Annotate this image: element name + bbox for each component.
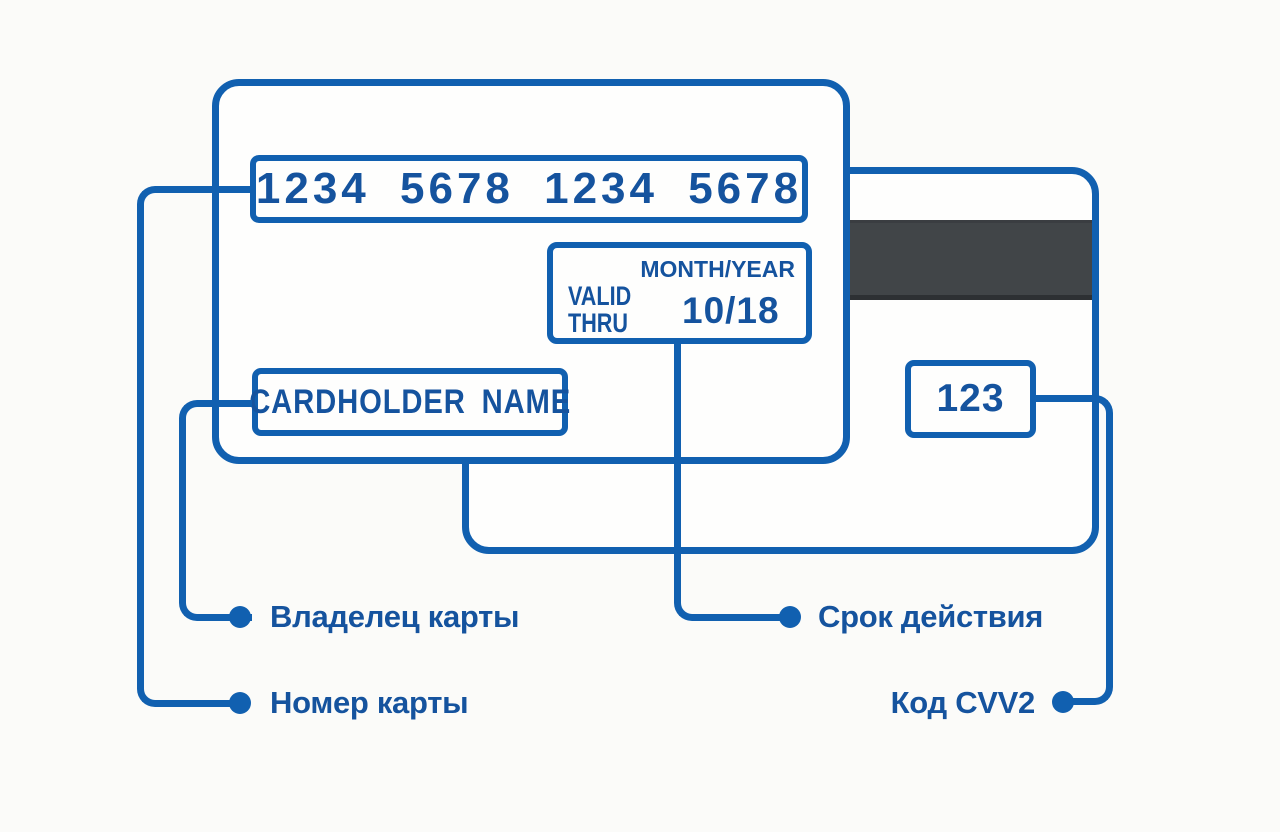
callout-card-number: Номер карты: [270, 685, 469, 720]
connector-dot-card-number: [229, 692, 251, 714]
callout-cardholder: Владелец карты: [270, 599, 520, 634]
cardholder-name-box: CARDHOLDER NAME: [249, 368, 571, 436]
card-number-value: 1234 5678 1234 5678: [255, 164, 803, 213]
connector-dot-cardholder: [229, 606, 251, 628]
month-year-label: MONTH/YEAR: [640, 256, 795, 282]
valid-thru-label: VALID THRU: [568, 283, 631, 337]
connector-dot-cvv: [1052, 691, 1074, 713]
valid-thru-value: 10/18: [682, 290, 780, 331]
connector-cvv-upper: [1036, 395, 1113, 555]
connector-cardholder: [179, 400, 252, 621]
card-front: [212, 79, 850, 464]
connector-card-number: [137, 186, 250, 707]
cvv-value: 123: [936, 377, 1005, 420]
connector-cvv-lower: [1058, 548, 1113, 705]
valid-thru-line1: VALID: [568, 281, 632, 311]
connector-validity: [674, 343, 790, 621]
callout-validity: Срок действия: [818, 599, 1044, 634]
card-number-box: 1234 5678 1234 5678: [250, 155, 808, 223]
valid-thru-box: MONTH/YEAR VALID THRU 10/18: [547, 242, 812, 344]
cardholder-name-value: CARDHOLDER NAME: [249, 382, 571, 421]
connector-dot-validity: [779, 606, 801, 628]
callout-cvv: Код CVV2: [890, 685, 1036, 720]
valid-thru-line2: THRU: [568, 308, 628, 338]
cvv-box: 123: [905, 360, 1036, 438]
